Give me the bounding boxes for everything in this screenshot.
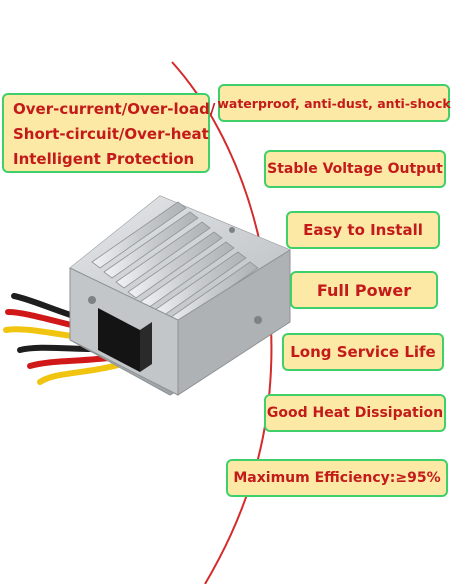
feature-label-heat-dissipation: Good Heat Dissipation (264, 394, 446, 432)
protection-line: Over-current/Over-load/ (13, 100, 216, 118)
feature-label-easy-install: Easy to Install (286, 211, 440, 249)
protection-line: Intelligent Protection (13, 150, 195, 168)
feature-label-waterproof: waterproof, anti-dust, anti-shock (217, 84, 451, 122)
feature-label-stable-voltage: Stable Voltage Output (264, 150, 446, 188)
protection-label: Over-current/Over-load/ Short-circuit/Ov… (2, 93, 216, 173)
feature-label-efficiency: Maximum Efficiency:≥95% (226, 459, 448, 497)
protection-line: Short-circuit/Over-heat (13, 125, 209, 143)
feature-label-full-power: Full Power (290, 271, 438, 309)
feature-label-service-life: Long Service Life (282, 333, 444, 371)
